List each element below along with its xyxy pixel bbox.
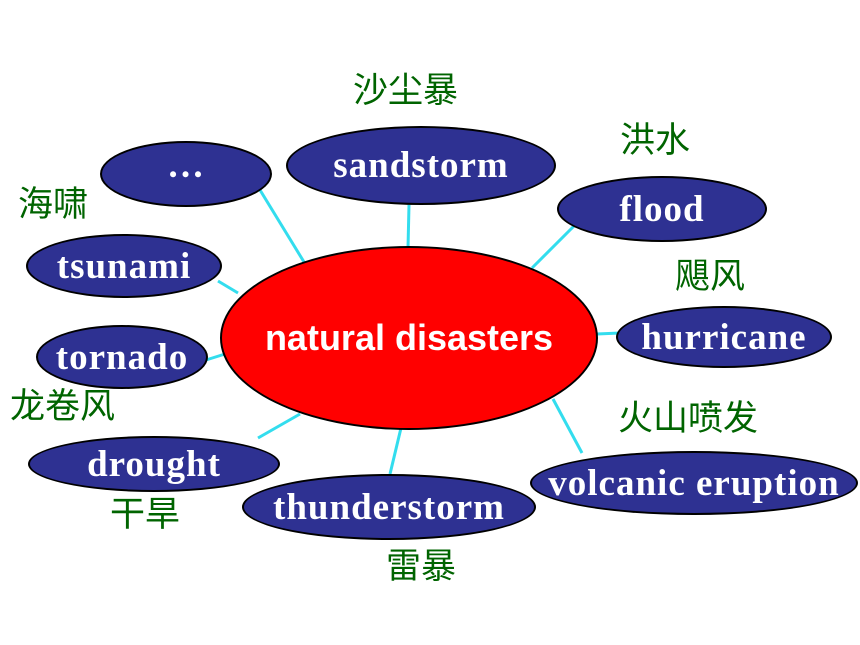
node-hurricane: hurricane — [616, 306, 832, 368]
label-volcanic-eruption-chinese: 火山喷发 — [618, 399, 759, 439]
node-volcanic-eruption: volcanic eruption — [530, 451, 858, 515]
node-drought: drought — [28, 436, 280, 492]
connector-thunderstorm — [388, 427, 403, 475]
node-ellipsis: … — [100, 141, 272, 207]
node-drought-label: drought — [87, 443, 221, 485]
node-sandstorm: sandstorm — [286, 126, 556, 205]
label-tsunami-chinese: 海啸 — [18, 185, 89, 225]
node-thunderstorm-label: thunderstorm — [273, 486, 505, 528]
connector-volcanic-eruption — [551, 398, 584, 454]
node-tsunami-label: tsunami — [56, 245, 192, 287]
label-thunderstorm-chinese: 雷暴 — [386, 547, 457, 587]
center-node: natural disasters — [220, 246, 598, 430]
connector-sandstorm — [406, 204, 411, 249]
connector-drought — [257, 412, 301, 440]
connector-ellipsis — [258, 189, 306, 263]
connector-tsunami — [217, 279, 239, 295]
node-thunderstorm: thunderstorm — [242, 474, 536, 540]
label-tornado-chinese: 龙卷风 — [10, 387, 116, 427]
node-sandstorm-label: sandstorm — [333, 145, 509, 186]
node-hurricane-label: hurricane — [641, 316, 807, 358]
node-ellipsis-label: … — [167, 144, 205, 186]
center-label: natural disasters — [264, 317, 554, 358]
node-tornado: tornado — [36, 325, 208, 389]
label-sandstorm-chinese: 沙尘暴 — [353, 71, 459, 111]
node-flood-label: flood — [619, 188, 705, 230]
connector-tornado — [205, 352, 226, 362]
node-tsunami: tsunami — [26, 234, 222, 298]
label-hurricane-chinese: 飓风 — [675, 257, 746, 297]
node-tornado-label: tornado — [55, 336, 189, 378]
node-flood: flood — [557, 176, 767, 242]
label-flood-chinese: 洪水 — [620, 121, 691, 161]
connector-flood — [530, 222, 578, 270]
label-drought-chinese: 干旱 — [110, 495, 181, 535]
node-volcanic-eruption-label: volcanic eruption — [548, 462, 840, 504]
